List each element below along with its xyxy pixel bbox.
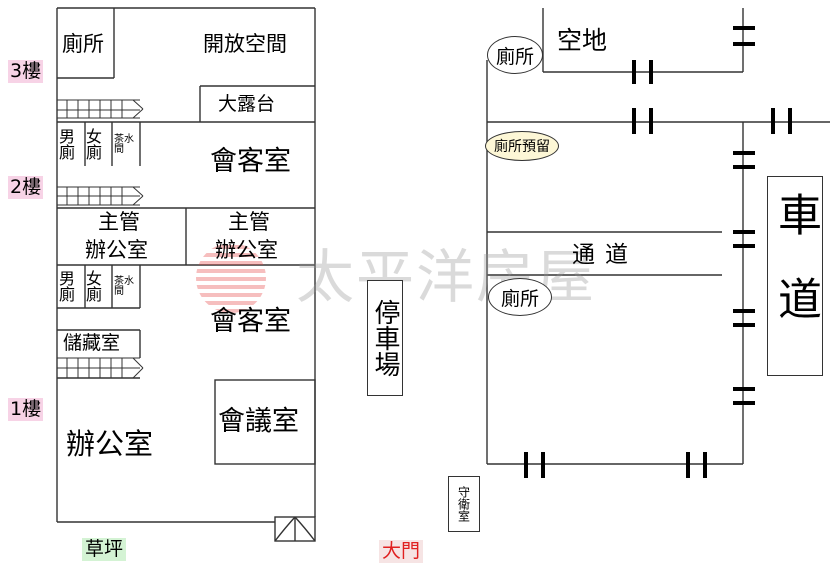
toilet-reserved-label: 廁所預留 [485, 131, 559, 161]
driveway-label: 車道 [767, 176, 823, 376]
floor-tag-2f: 2樓 [8, 176, 44, 199]
parking-label: 停車場 [367, 280, 403, 396]
office-a-line1: 主管 [98, 210, 140, 234]
male-restroom-mid: 男廁 [59, 269, 76, 304]
terrace-label: 大露台 [218, 93, 276, 115]
office-b-line1: 主管 [228, 210, 270, 234]
office-b-line2: 辦公室 [215, 238, 278, 262]
floor-tag-3f: 3樓 [8, 60, 44, 83]
storage-label: 儲藏室 [63, 332, 121, 354]
reception-room-top-label: 會客室 [210, 146, 291, 177]
office-1f-label: 辦公室 [66, 427, 154, 461]
watermark-logo-icon [196, 243, 266, 313]
toilet-top-label: 廁所 [487, 36, 543, 74]
vacant-land-label: 空地 [557, 26, 608, 55]
toilet-mid-label: 廁所 [488, 278, 552, 316]
reception-room-mid-label: 會客室 [210, 306, 291, 337]
male-restroom-top: 男廁 [59, 127, 76, 162]
main-gate-tag: 大門 [379, 540, 424, 563]
toilet-3f-label: 廁所 [62, 32, 104, 56]
lawn-tag: 草坪 [82, 538, 127, 561]
open-space-label: 開放空間 [203, 32, 287, 56]
female-restroom-top: 女廁 [86, 127, 103, 162]
tea-room-top: 茶水間 [114, 134, 134, 155]
female-restroom-mid: 女廁 [86, 269, 103, 304]
office-a-line2: 辦公室 [85, 238, 148, 262]
guard-room-label: 守衛室 [448, 476, 480, 532]
meeting-room-label: 會議室 [218, 406, 299, 437]
passage-label: 通道 [572, 242, 638, 268]
tea-room-mid: 茶水間 [114, 276, 134, 297]
floor-tag-1f: 1樓 [8, 398, 44, 421]
